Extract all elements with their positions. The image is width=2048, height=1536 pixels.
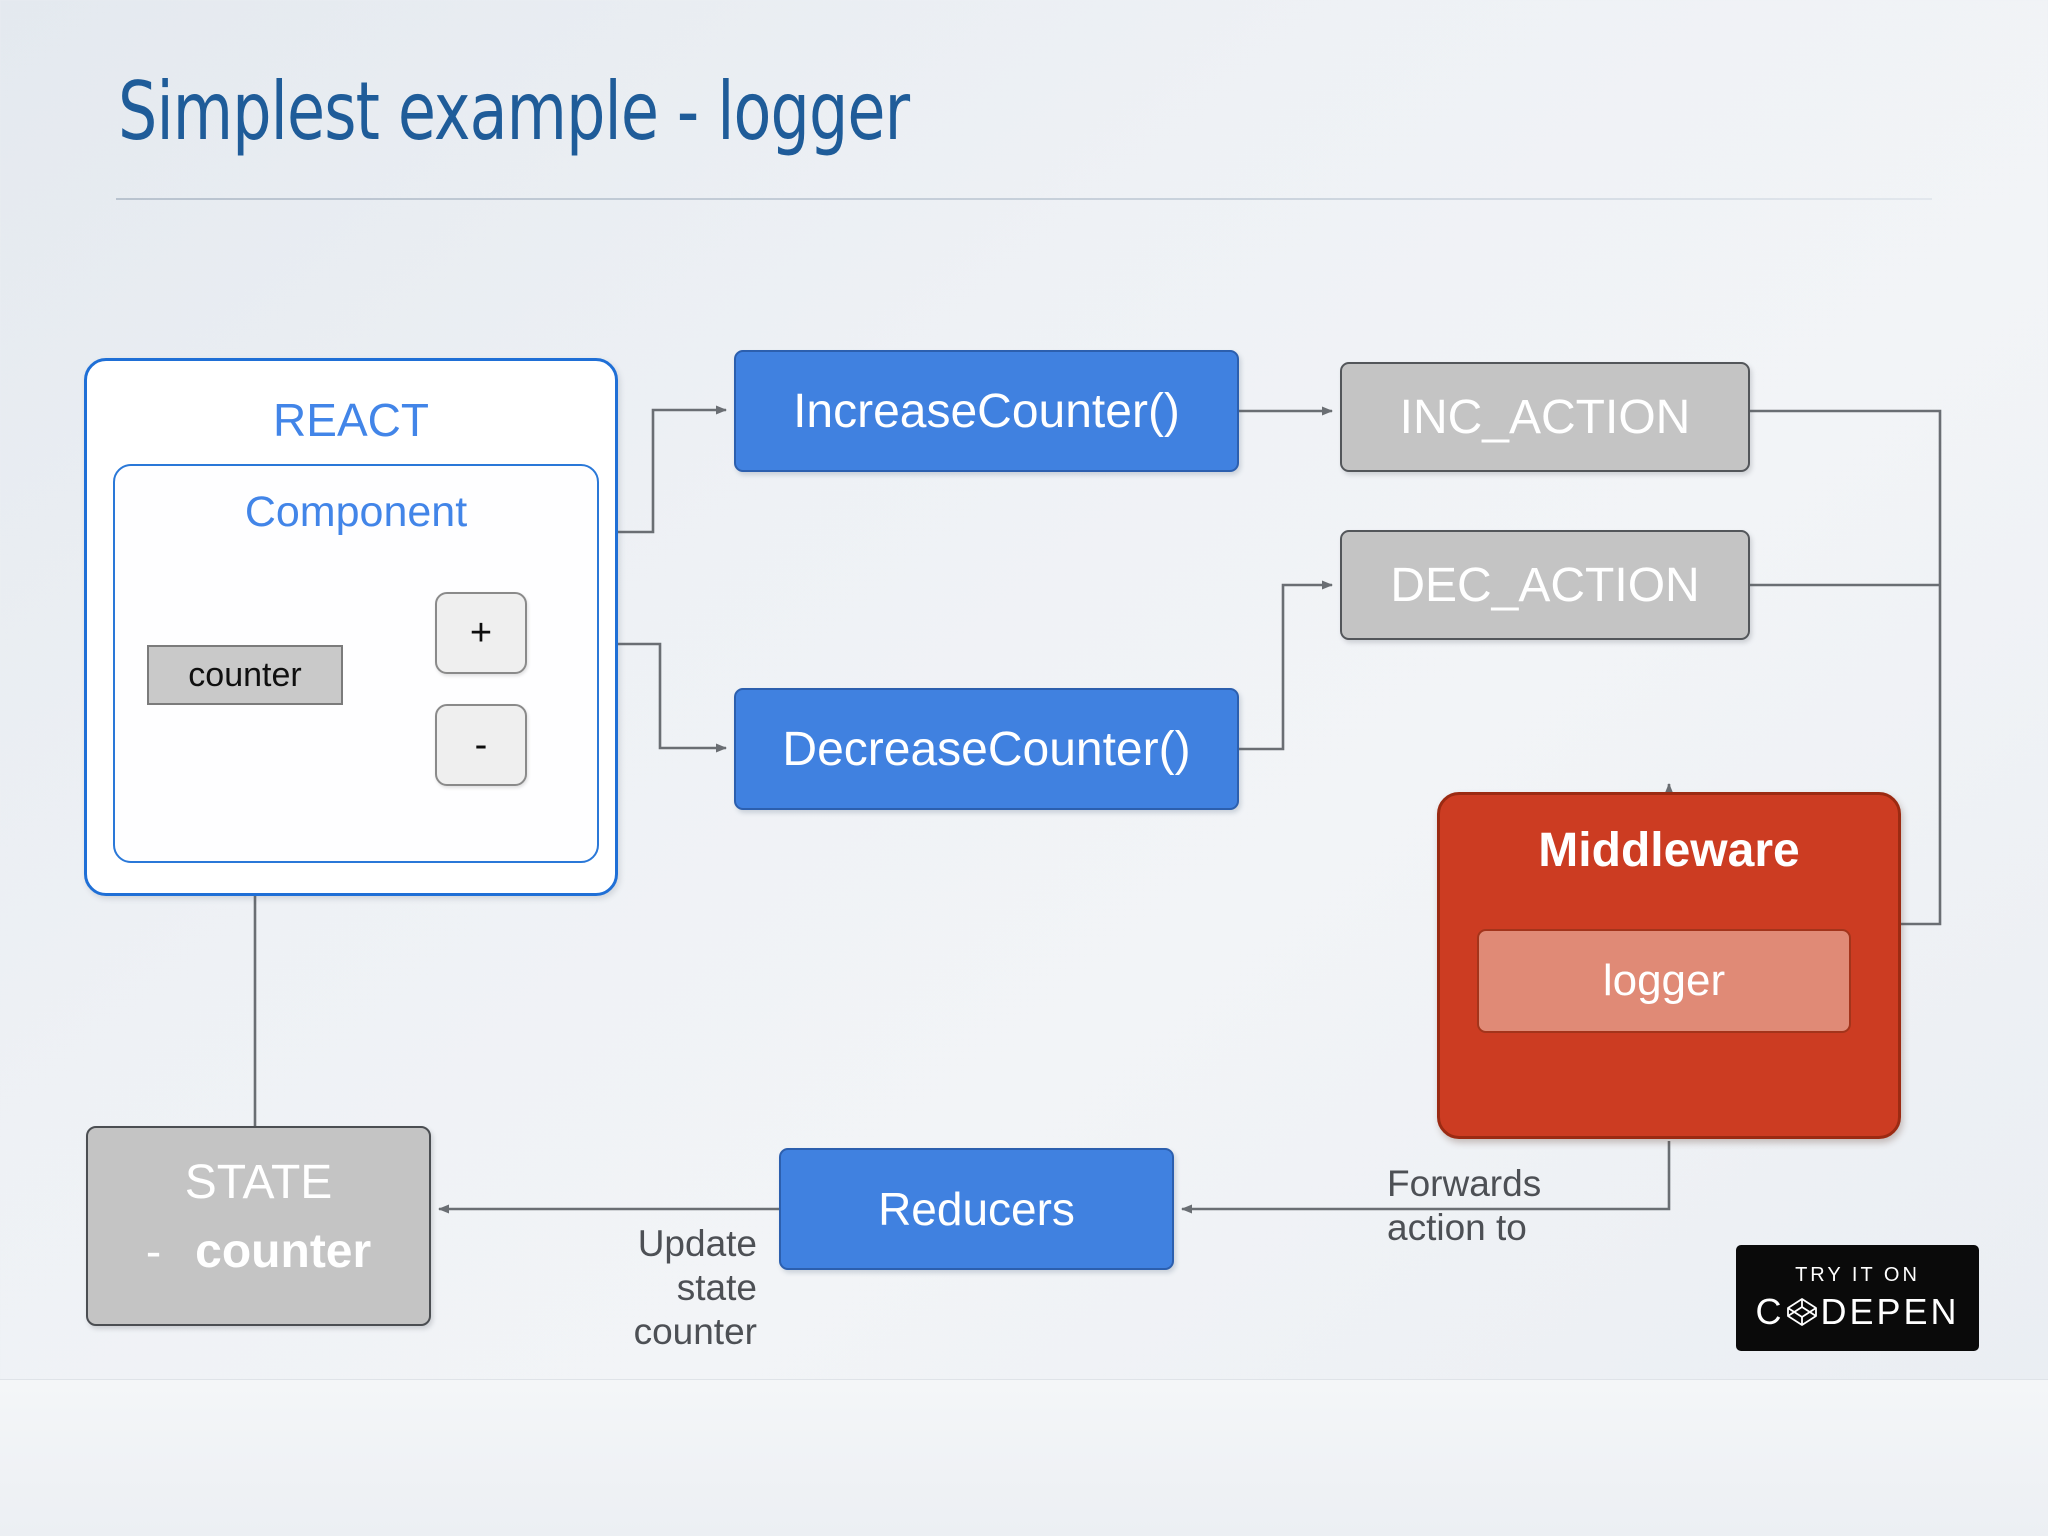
- codepen-word-start: C: [1755, 1290, 1785, 1332]
- state-field-counter: counter: [195, 1225, 372, 1278]
- react-label: REACT: [273, 394, 429, 446]
- inc-action-node[interactable]: INC_ACTION: [1340, 362, 1750, 472]
- footer-divider: [0, 1379, 2048, 1380]
- react-container: REACT Component counter + -: [84, 358, 618, 896]
- footer-bar: VISUAL ENGINEERING ADVANCED MOBILE TECHN…: [0, 1380, 2048, 1536]
- codepen-tagline: TRY IT ON: [1795, 1263, 1920, 1286]
- codepen-word-end: DEPEN: [1820, 1290, 1960, 1332]
- codepen-logo-icon: [1785, 1295, 1819, 1329]
- edge-decrease-to-dec-action: [1239, 580, 1333, 751]
- state-bullet: -: [145, 1225, 162, 1277]
- edge-label-forwards-action: Forwards action to: [1387, 1163, 1542, 1249]
- increase-counter-node[interactable]: IncreaseCounter(): [734, 350, 1239, 472]
- reducers-node[interactable]: Reducers: [779, 1148, 1174, 1270]
- decrement-button[interactable]: -: [435, 704, 527, 786]
- component-container: Component counter + -: [113, 464, 599, 863]
- title-divider: [116, 198, 1932, 200]
- codepen-wordmark: C DEPEN: [1755, 1291, 1959, 1333]
- component-label: Component: [244, 488, 468, 536]
- state-label: STATE: [184, 1156, 333, 1209]
- edge-label-update-state: Update state counter: [633, 1223, 757, 1353]
- page-title: Simplest example - logger: [118, 65, 910, 158]
- state-container: STATE - counter: [86, 1126, 431, 1326]
- logger-node[interactable]: logger: [1477, 929, 1851, 1033]
- decrease-counter-node[interactable]: DecreaseCounter(): [734, 688, 1239, 810]
- codepen-badge[interactable]: TRY IT ON C DEPEN: [1736, 1245, 1979, 1351]
- dec-action-node[interactable]: DEC_ACTION: [1340, 530, 1750, 640]
- state-field-row: - counter: [88, 1224, 429, 1279]
- increment-button[interactable]: +: [435, 592, 527, 674]
- counter-value-chip: counter: [147, 645, 343, 705]
- middleware-label: Middleware: [1538, 824, 1800, 877]
- middleware-container: Middleware logger: [1437, 792, 1901, 1139]
